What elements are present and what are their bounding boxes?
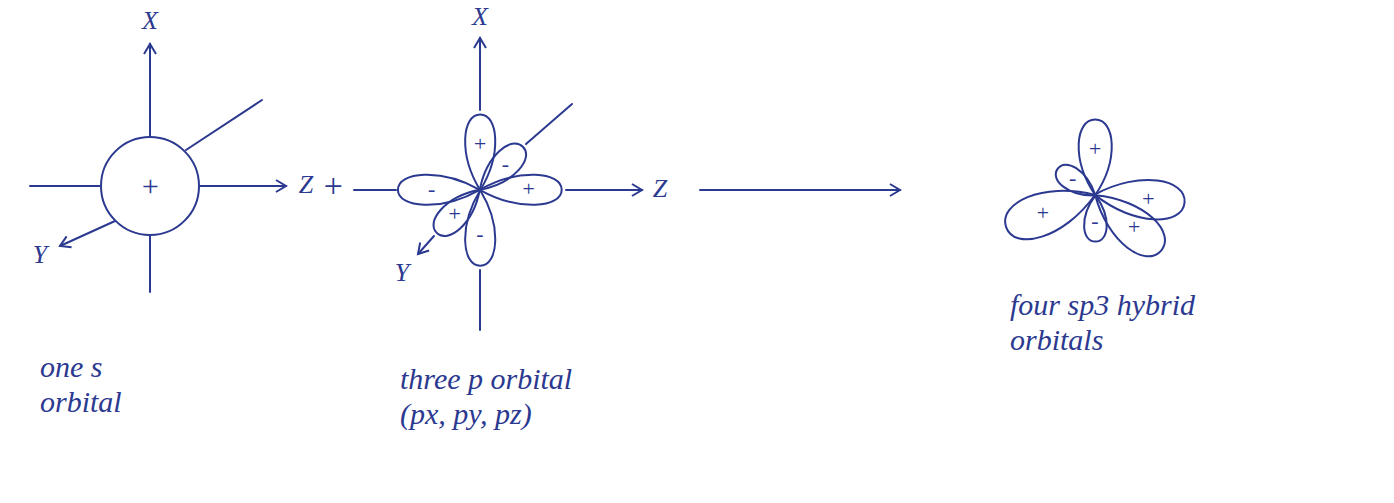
orbital-lobe: -	[1041, 141, 1150, 250]
lobe-shape	[1078, 119, 1111, 195]
orbital-lobe: +	[994, 94, 1195, 295]
axis-line	[354, 189, 396, 191]
orbital-sign: +	[447, 203, 462, 225]
orbital-sign: +	[1127, 216, 1142, 238]
axis-line	[186, 100, 262, 150]
lobe-shape	[1093, 176, 1186, 223]
lobe-shape	[465, 114, 495, 190]
axis-label: X	[142, 6, 158, 36]
lobe-outline	[999, 99, 1191, 291]
axis-label: Z	[653, 174, 667, 204]
lobe-outline	[388, 98, 572, 282]
lobe-outline	[994, 94, 1195, 295]
transformation-arrow	[700, 189, 900, 191]
lobe-shape	[398, 175, 480, 205]
axis-label: X	[472, 2, 488, 32]
lobe-outline	[1041, 141, 1150, 250]
orbital-sign: +	[1141, 188, 1156, 210]
orbital-lobe: +	[388, 98, 572, 282]
orbital-sign: -	[1091, 210, 1098, 232]
lobe-shape	[1051, 159, 1102, 204]
orbital-sign: -	[502, 152, 509, 174]
orbital-lobe: +	[410, 120, 550, 260]
orbital-lobe: +	[999, 99, 1191, 291]
lobe-shape	[999, 175, 1102, 247]
orbital-lobe: +	[395, 105, 565, 275]
axis-label: Y	[33, 240, 47, 270]
orbital-sign: +	[1035, 202, 1050, 224]
lobe-shape	[1082, 180, 1173, 265]
orbital-sign: +	[521, 178, 536, 200]
plus-sign: +	[322, 166, 345, 205]
orbital-sign: +	[1088, 138, 1103, 160]
lobe-outline	[395, 105, 565, 275]
axis-label: Z	[299, 170, 313, 200]
y-axis	[60, 221, 115, 246]
orbital-lobe: -	[395, 105, 565, 275]
caption: three p orbital (px, py, pz)	[400, 362, 615, 431]
lobe-outline	[1010, 110, 1180, 280]
lobe-shape	[427, 180, 489, 242]
lobe-outline	[410, 120, 550, 260]
orbital-lobe: -	[1041, 141, 1150, 250]
lobe-outline	[1041, 141, 1150, 250]
y-axis	[418, 236, 434, 254]
orbital-sign: -	[476, 223, 483, 245]
s-orbital-circle: +	[100, 136, 200, 236]
lobe-outline	[388, 98, 572, 282]
x-axis	[479, 38, 481, 110]
caption: one s orbital	[40, 350, 160, 419]
lobe-shape	[470, 137, 532, 199]
axis-line	[149, 236, 151, 292]
x-axis	[149, 44, 151, 136]
axis-line	[30, 185, 100, 187]
orbital-lobe: -	[388, 98, 572, 282]
lobe-shape	[480, 175, 562, 205]
axis-line	[479, 270, 481, 330]
orbital-sign: -	[428, 178, 435, 200]
orbital-lobe: +	[1010, 110, 1180, 280]
lobe-shape	[465, 190, 495, 266]
orbital-sign: -	[1069, 167, 1076, 189]
axis-label: Y	[395, 258, 409, 288]
orbital-sign: +	[473, 133, 488, 155]
orbital-lobe: -	[410, 120, 550, 260]
z-axis	[566, 189, 642, 191]
lobe-outline	[410, 120, 550, 260]
lobe-outline	[395, 105, 565, 275]
orbital-lobe: +	[990, 90, 1200, 300]
z-axis	[200, 185, 286, 187]
orbital-sign: +	[140, 171, 160, 201]
caption: four sp3 hybrid orbitals	[1010, 288, 1245, 357]
lobe-shape	[1084, 195, 1107, 241]
lobe-outline	[990, 90, 1200, 300]
axis-line	[526, 104, 572, 144]
